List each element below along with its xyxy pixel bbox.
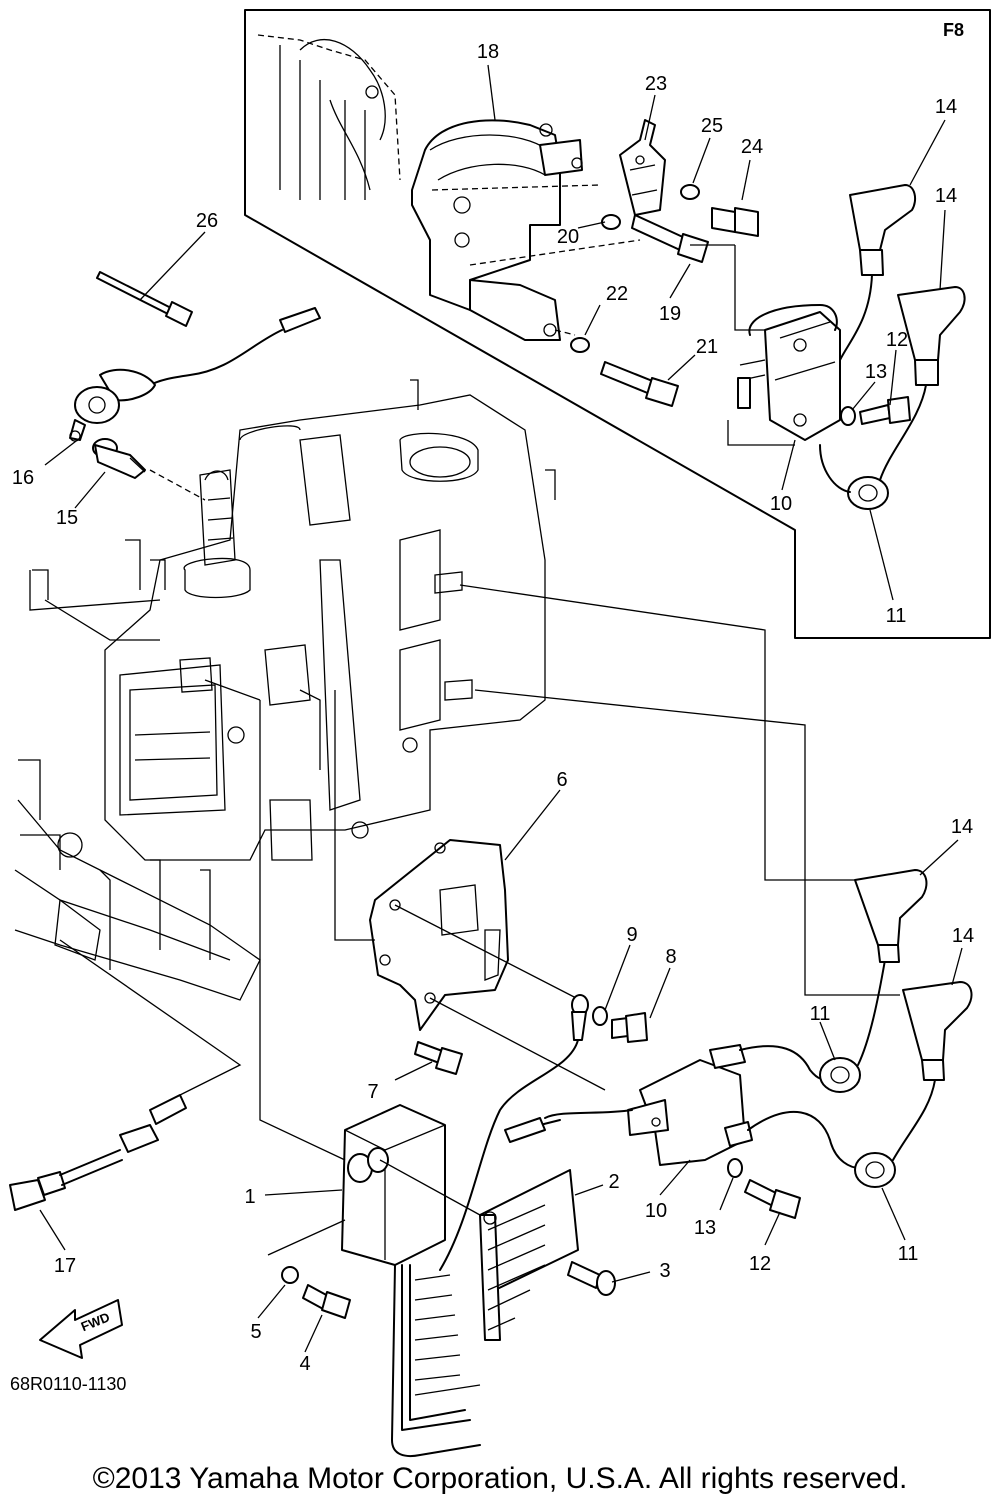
bolt-part-8 <box>611 1012 648 1043</box>
cable-tie-part-26 <box>96 271 193 327</box>
callout-14-inset-b: 14 <box>935 185 957 207</box>
ground-lead-terminal <box>439 994 589 1271</box>
callout-20: 20 <box>557 226 579 248</box>
lower-cowling-sketch <box>14 759 261 1001</box>
grommet-part-11-b <box>854 1079 936 1188</box>
callout-12: 12 <box>749 1253 771 1275</box>
callout-11-b: 11 <box>898 1243 919 1265</box>
callout-15: 15 <box>56 507 78 529</box>
washer-part-5 <box>281 1266 299 1284</box>
callout-5: 5 <box>250 1321 261 1343</box>
washer-part-9 <box>592 1006 608 1026</box>
callout-12-inset: 12 <box>886 329 908 351</box>
callout-17: 17 <box>54 1255 76 1277</box>
callout-7: 7 <box>367 1081 378 1103</box>
callout-10: 10 <box>645 1200 667 1222</box>
inset-label: F8 <box>943 20 964 40</box>
callout-6: 6 <box>556 769 567 791</box>
callout-25: 25 <box>701 115 723 137</box>
callout-26: 26 <box>196 210 218 232</box>
bolt-part-21 <box>600 361 679 407</box>
ignition-coil-part-10 <box>504 1044 866 1170</box>
bolt-part-12 <box>744 1179 801 1219</box>
lead-wire-part-16 <box>69 307 321 442</box>
rectifier-regulator-part-2 <box>479 1169 579 1341</box>
callout-3: 3 <box>659 1260 670 1282</box>
ignition-coil-part-10-inset <box>737 304 841 441</box>
callout-14-inset-a: 14 <box>935 96 957 118</box>
callout-14-a: 14 <box>951 816 973 838</box>
spark-plug-cap-14-b <box>902 981 973 1081</box>
callout-18: 18 <box>477 41 499 63</box>
grommet-part-11-a <box>819 959 886 1093</box>
sensor-part-17 <box>9 939 242 1211</box>
callout-2: 2 <box>608 1171 619 1193</box>
bolt-part-12-inset <box>859 396 911 425</box>
callout-1: 1 <box>244 1186 255 1208</box>
leader-lines <box>39 64 963 1353</box>
washer-part-22 <box>570 337 590 353</box>
callout-23: 23 <box>645 73 667 95</box>
base-plate-part-6 <box>369 839 509 1031</box>
bracket-part-18 <box>411 119 641 341</box>
cdi-unit-part-1 <box>204 679 481 1458</box>
copyright-notice: ©2013 Yamaha Motor Corporation, U.S.A. A… <box>92 1462 908 1495</box>
callout-16: 16 <box>12 467 34 489</box>
spark-plug-cap-14-a <box>854 869 928 963</box>
callout-19: 19 <box>659 303 681 325</box>
diagram-code: 68R0110-1130 <box>10 1374 126 1394</box>
callout-11-inset: 11 <box>886 605 907 627</box>
bolt-part-19 <box>631 214 709 263</box>
callout-24: 24 <box>741 136 763 158</box>
f8-inset-frame <box>244 9 991 639</box>
washer-part-20 <box>601 214 621 230</box>
engine-block-powerhead <box>29 379 556 861</box>
bolt-part-4 <box>302 1284 351 1319</box>
inset-engine-sketch <box>257 34 401 200</box>
washer-part-13-inset <box>840 406 856 426</box>
callout-21: 21 <box>696 336 718 358</box>
screw-part-3 <box>567 1261 616 1296</box>
callout-11-a: 11 <box>810 1003 831 1025</box>
washer-part-25 <box>680 184 700 200</box>
fwd-arrow-icon <box>39 1299 123 1359</box>
callout-13: 13 <box>694 1217 716 1239</box>
callout-labels: 18 23 25 24 14 14 20 19 22 21 12 13 10 1… <box>12 41 974 1375</box>
washer-part-13 <box>727 1158 743 1178</box>
callout-13-inset: 13 <box>865 361 887 383</box>
callout-8: 8 <box>665 946 676 968</box>
callout-22: 22 <box>606 283 628 305</box>
clip-part-23 <box>619 119 666 216</box>
callout-9: 9 <box>626 924 637 946</box>
callout-10-inset: 10 <box>770 493 792 515</box>
callout-14-b: 14 <box>952 925 974 947</box>
thermo-switch-part-15 <box>92 438 146 479</box>
spark-plug-cap-14-inset-a <box>839 184 917 361</box>
bolt-part-24 <box>711 207 759 237</box>
callout-4: 4 <box>299 1353 310 1375</box>
plug-lead-lines <box>459 584 900 996</box>
grommet-part-11-inset <box>819 444 889 510</box>
bolt-part-7 <box>414 1041 463 1075</box>
spark-plug-cap-14-inset-b <box>879 286 966 481</box>
